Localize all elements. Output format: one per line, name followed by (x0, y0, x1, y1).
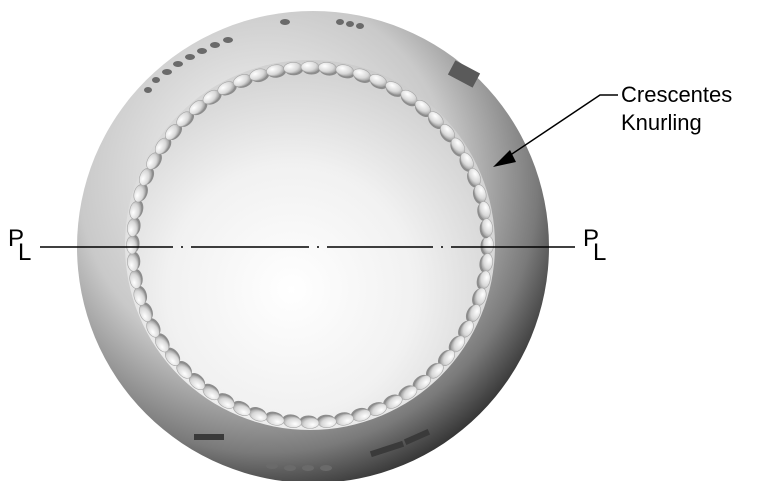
knurl-crescent (479, 218, 493, 239)
knurl-crescent (217, 81, 237, 96)
rim-mark (223, 37, 233, 43)
knurl-crescent (428, 111, 444, 130)
rim-mark (173, 61, 183, 67)
knurl-crescent (467, 168, 481, 188)
knurl-crescent (129, 268, 143, 289)
knurl-crescent (265, 411, 285, 426)
knurl-crescent (472, 287, 487, 307)
knurl-ring (126, 61, 494, 429)
knurl-crescent (176, 360, 192, 379)
knurl-crescent (465, 304, 481, 323)
rim-mark (144, 87, 152, 93)
knurl-crescent (450, 137, 466, 157)
rim-slot (194, 434, 224, 440)
knurl-crescent (318, 62, 338, 76)
rim-slot (403, 428, 431, 446)
knurl-crescent (248, 407, 268, 422)
knurl-crescent (146, 318, 161, 338)
knurl-crescent (126, 234, 140, 255)
knurl-crescent (414, 99, 431, 118)
knurl-crescent (458, 320, 474, 338)
knurl-crescent (146, 152, 162, 170)
knurl-crescent (369, 74, 388, 90)
rim-mark (266, 463, 278, 469)
knurl-crescent (400, 89, 418, 107)
leader-line (505, 94, 618, 159)
knurl-crescent (385, 81, 403, 97)
callout-line-1: Crescentes (621, 82, 732, 107)
knurl-crescent (127, 251, 141, 272)
knurl-crescent (282, 414, 302, 428)
knurl-crescent (176, 111, 195, 127)
knurl-crescent (448, 335, 466, 353)
callout-leader (493, 94, 618, 167)
knurl-crescent (249, 68, 270, 83)
knurl-crescent (217, 393, 235, 409)
knurl-crescent (383, 394, 403, 409)
callout-label: Crescentes Knurling (621, 82, 732, 135)
knurl-crescent (412, 374, 431, 391)
rim-mark (284, 465, 296, 471)
knurl-crescent (367, 402, 387, 416)
rim-mark (280, 19, 290, 25)
pl-right-sub: L (593, 239, 606, 266)
rim-mark (346, 21, 354, 27)
knurl-crescent (232, 400, 251, 416)
rim-mark (210, 42, 220, 48)
rim-mark (336, 19, 344, 25)
pl-right-main: P (583, 225, 599, 252)
rim-mark (302, 465, 314, 471)
knurl-crescent (139, 302, 153, 322)
knurl-crescent (472, 184, 487, 205)
rim-mark (185, 54, 195, 60)
knurl-crescent (164, 124, 183, 141)
callout-line-2: Knurling (621, 110, 702, 135)
parting-line-label-left: P L (8, 225, 31, 266)
rim-mark (162, 69, 172, 75)
knurl-crescent (425, 363, 444, 379)
rim-mark (356, 23, 364, 29)
knurl-crescent (459, 152, 474, 172)
knurl-crescent (476, 270, 491, 290)
knurl-crescent (437, 349, 456, 366)
knurl-crescent (164, 347, 181, 366)
leader-arrowhead (493, 150, 516, 167)
knurl-crescent (350, 407, 371, 422)
knurl-crescent (283, 62, 304, 76)
rim-mark (197, 48, 207, 54)
pl-left-sub: L (18, 239, 31, 266)
rim-mark (320, 465, 332, 471)
rim-slot (447, 60, 481, 88)
knurl-crescent (133, 285, 148, 306)
knurl-crescent (316, 414, 337, 428)
knurl-crescent (333, 412, 354, 426)
knurl-crescent (352, 68, 372, 83)
knurl-crescent (439, 124, 456, 143)
rim-marks (144, 19, 481, 471)
knurl-crescent (479, 253, 493, 273)
parting-line-label-right: P L (583, 225, 606, 266)
knurl-crescent (202, 383, 220, 401)
knurl-crescent (189, 99, 208, 116)
knurl-crescent (299, 415, 320, 429)
inner-face (125, 60, 495, 430)
knurl-crescent (189, 372, 206, 391)
knurl-crescent (477, 201, 491, 222)
knurl-crescent (233, 74, 253, 88)
rim-mark (152, 77, 160, 83)
knurl-crescent (133, 183, 148, 203)
knurl-crescent (300, 61, 321, 75)
pl-left-main: P (8, 225, 24, 252)
rim-slot (369, 440, 405, 458)
